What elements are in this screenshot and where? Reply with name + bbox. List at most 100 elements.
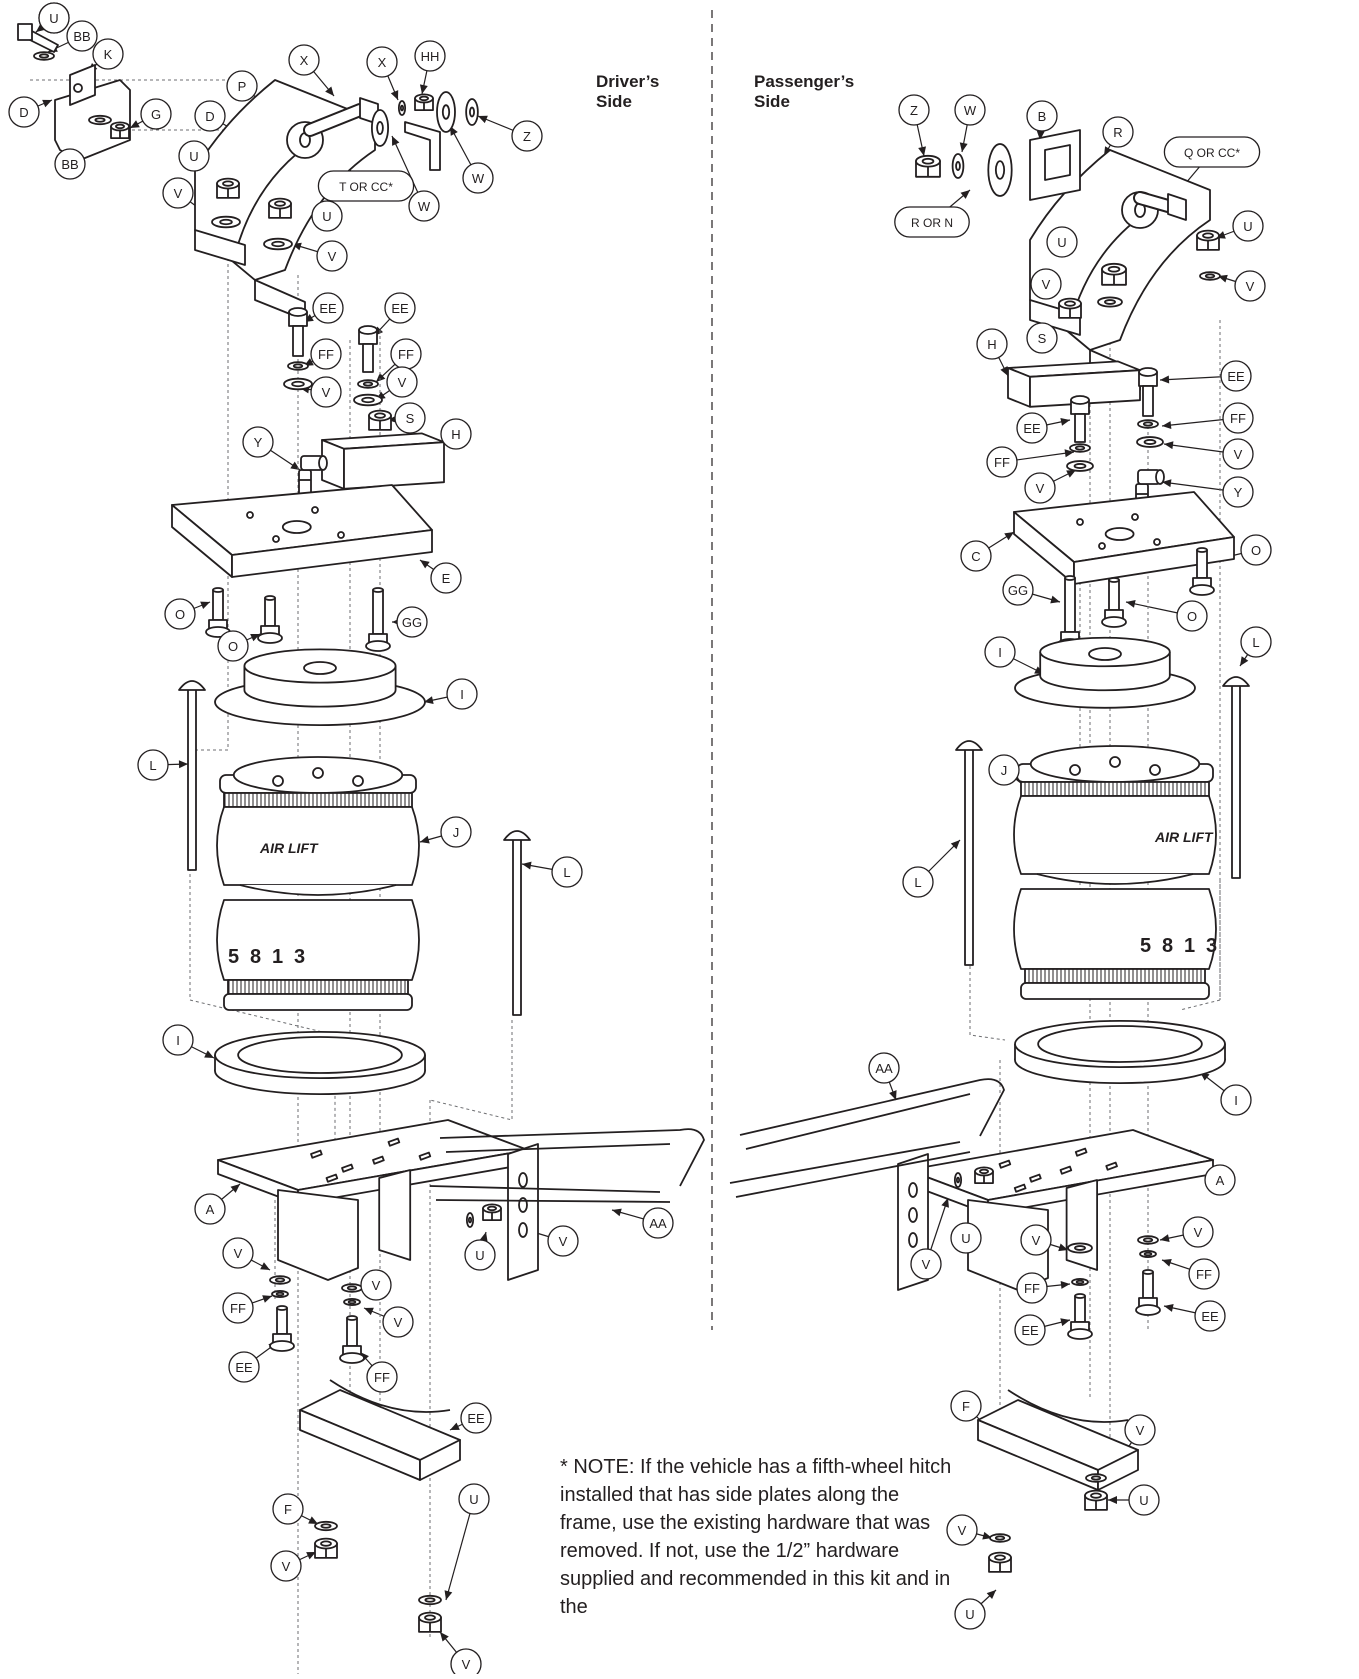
callout-circle (458, 1483, 490, 1515)
callout-bubble: EE (228, 1351, 260, 1383)
callout-bubble: J (440, 816, 472, 848)
callout-arrow (612, 1208, 622, 1217)
callout-bubble: I (984, 636, 1016, 668)
callout-label: FF (1196, 1267, 1212, 1282)
callout-bubble: V (270, 1550, 302, 1582)
callout-label: U (965, 1607, 974, 1622)
washer (465, 1212, 475, 1228)
callout-circle (1220, 360, 1252, 392)
callout-circle (162, 1024, 194, 1056)
hex-bolt (1138, 367, 1158, 417)
passenger-side-heading: Passenger’s Side (754, 72, 854, 112)
callout-label: V (1194, 1225, 1203, 1240)
flange-bolt (205, 587, 231, 638)
callout-label: EE (1227, 369, 1245, 384)
callout-circle (440, 418, 472, 450)
callout-arrow (308, 1516, 318, 1524)
washer (951, 153, 965, 179)
callout-circle (1016, 412, 1048, 444)
callout-bubble: BB (54, 148, 86, 180)
callout-bubble: A (1204, 1164, 1236, 1196)
hex-nut (414, 93, 434, 112)
large-washer (370, 109, 389, 147)
callout-label: Q OR CC* (1184, 146, 1240, 160)
callout-bubble: B (1026, 100, 1058, 132)
callout-arrow (130, 120, 140, 128)
lower-bracket (217, 1119, 539, 1281)
callout-label: J (1001, 763, 1008, 778)
flange-bolt (365, 587, 391, 652)
callout-circle (1014, 1314, 1046, 1346)
callout-arrow (986, 1590, 996, 1600)
large-washer (987, 143, 1013, 197)
callout-bubble: U (311, 200, 343, 232)
callout-label: EE (319, 301, 337, 316)
callout-bubble: EE (1194, 1300, 1226, 1332)
callout-label: U (322, 209, 331, 224)
callout-bubble: FF (1016, 1272, 1048, 1304)
carriage-bolt (178, 680, 206, 871)
callout-bubble: H (976, 328, 1008, 360)
callout-circle (1128, 1484, 1160, 1516)
callout-circle (894, 206, 970, 238)
callout-label: Z (910, 103, 918, 118)
callout-circle (910, 1248, 942, 1280)
callout-bubble: BB (66, 20, 98, 52)
driver-side-heading: Driver’s Side (596, 72, 659, 112)
callout-bubble: U (1232, 210, 1264, 242)
spacer-block (1007, 360, 1141, 408)
u-bolt-bar (429, 1128, 705, 1203)
callout-bubble: R OR N (894, 206, 970, 238)
callout-arrow (424, 696, 434, 705)
callout-label: AA (875, 1061, 893, 1076)
callout-circle (1220, 1084, 1252, 1116)
tab (404, 121, 441, 171)
hex-nut (268, 197, 292, 219)
callout-label: GG (1008, 583, 1028, 598)
washer (357, 379, 379, 389)
callout-bubble: U (38, 2, 70, 34)
callout-circle (1188, 1258, 1220, 1290)
callout-circle (986, 446, 1018, 478)
washer (341, 1283, 363, 1293)
callout-label: V (1234, 447, 1243, 462)
callout-arrow (1004, 532, 1014, 541)
callout-label: B (1038, 109, 1047, 124)
callout-label: W (418, 199, 431, 214)
callout-circle (954, 1598, 986, 1630)
carriage-bolt (955, 740, 983, 966)
frame-bracket (194, 79, 376, 321)
callout-arrow (42, 99, 52, 108)
callout-bubble: U (954, 1598, 986, 1630)
guide-line (429, 1020, 513, 1121)
washer (418, 1594, 442, 1606)
small-plate (54, 64, 131, 161)
callout-circle (988, 754, 1020, 786)
callout-circle (164, 598, 196, 630)
callout-circle (384, 292, 416, 324)
washer (1199, 271, 1221, 281)
installation-note: * NOTE: If the vehicle has a fifth-wheel… (560, 1456, 952, 1618)
callout-bubble: W (408, 190, 440, 222)
callout-circle (547, 1225, 579, 1257)
callout-bubble: V (360, 1269, 392, 1301)
callout-bubble: F (950, 1390, 982, 1422)
callout-bubble: T OR CC* (317, 170, 415, 202)
callout-arrow (1058, 1243, 1068, 1252)
callout-bubble: HH (414, 40, 446, 72)
callout-circle (312, 292, 344, 324)
stud-bolt (303, 97, 379, 137)
callout-label: C (971, 549, 980, 564)
callout-circle (460, 1402, 492, 1434)
callout-circle (217, 630, 249, 662)
callout-circle (310, 376, 342, 408)
callout-circle (242, 426, 274, 458)
callout-arrow (1160, 1234, 1170, 1243)
callout-circle (228, 1351, 260, 1383)
callout-label: FF (1230, 411, 1246, 426)
callout-circle (162, 177, 194, 209)
callout-circle (1204, 1164, 1236, 1196)
callout-arrow (325, 86, 334, 96)
callout-label: U (1243, 219, 1252, 234)
callout-label: O (1187, 609, 1197, 624)
